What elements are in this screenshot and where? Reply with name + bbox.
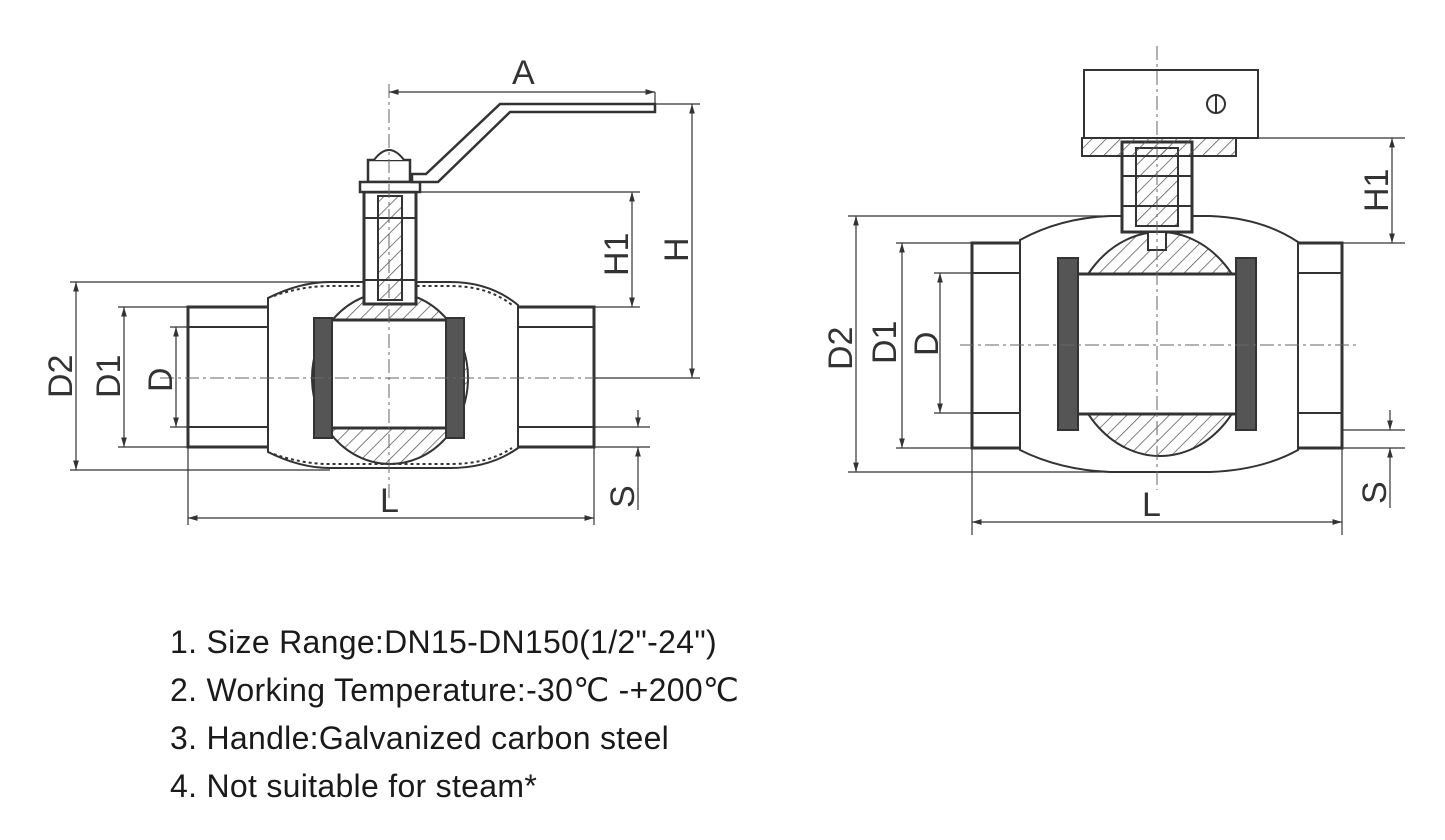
- gearbox: [1083, 69, 1259, 139]
- dim-label-L: L: [380, 482, 399, 520]
- dim-label-H1: H1: [598, 233, 636, 276]
- dim-label-S: S: [604, 485, 642, 508]
- spec-item-steam: 4. Not suitable for steam*: [170, 768, 538, 804]
- dimensions-right: [848, 137, 1405, 535]
- dim-label-D1: D1: [90, 355, 128, 398]
- dim-label-D: D: [142, 367, 180, 392]
- dim-label-S-right: S: [1356, 481, 1394, 504]
- dimensions-left: [70, 89, 700, 525]
- valve-drawing-gear: [960, 46, 1360, 490]
- dim-label-L-right: L: [1142, 486, 1161, 524]
- dim-label-A: A: [512, 54, 535, 92]
- dim-label-D-right: D: [908, 331, 946, 356]
- valve-drawing-lever: [160, 84, 657, 500]
- spec-item-handle: 3. Handle:Galvanized carbon steel: [170, 720, 670, 756]
- dim-label-H1-right: H1: [1358, 169, 1396, 212]
- dim-label-D2: D2: [42, 355, 80, 398]
- dim-label-D1-right: D1: [866, 321, 904, 364]
- dim-label-D2-right: D2: [822, 327, 860, 370]
- lever-handle: [410, 102, 657, 184]
- spec-list: 1. Size Range:DN15-DN150(1/2"-24") 2. Wo…: [170, 618, 739, 810]
- spec-item-working-temperature: 2. Working Temperature:-30℃ -+200℃: [170, 672, 740, 708]
- dim-label-H: H: [658, 237, 696, 262]
- spec-item-size-range: 1. Size Range:DN15-DN150(1/2"-24"): [170, 624, 717, 660]
